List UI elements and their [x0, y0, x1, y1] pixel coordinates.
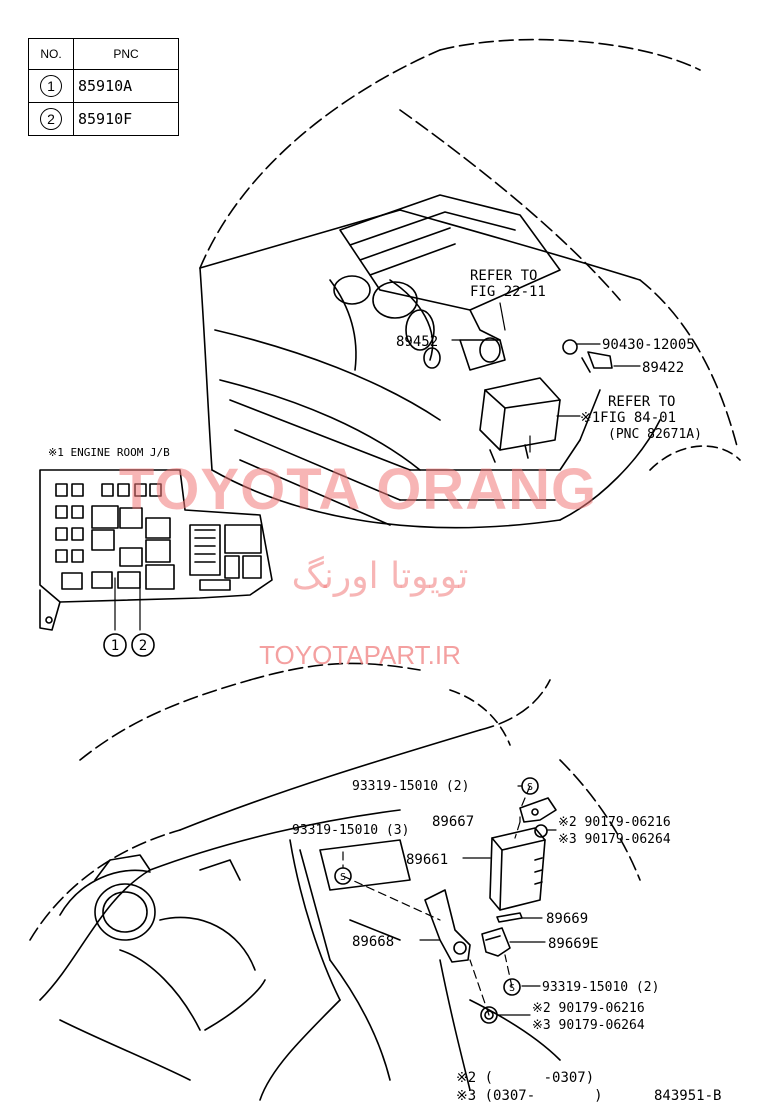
callout-1: 1: [111, 638, 119, 654]
part-93319-15010-top: 93319-15010 (2): [352, 779, 469, 794]
clip-89669: [496, 912, 523, 923]
engine-room-jb-label: ※1 ENGINE ROOM J/B: [48, 446, 170, 459]
engine-room-jb: [39, 469, 273, 631]
svg-text:S: S: [340, 872, 346, 883]
part-89661: 89661: [406, 852, 448, 868]
bracket-89667: [519, 797, 557, 823]
part-90179-06264-upper: ※3 90179-06264: [558, 832, 671, 847]
row-number: 1: [40, 75, 62, 97]
watermark-brand-fa: تویوتا اورنگ: [291, 556, 469, 597]
part-89668: 89668: [352, 934, 394, 950]
part-89667: 89667: [432, 814, 474, 830]
table-row: 2 85910F: [28, 102, 179, 136]
callout-2: 2: [139, 638, 147, 654]
row-pnc: 85910A: [73, 69, 179, 103]
refer-fig-22-line1: REFER TO: [470, 268, 537, 284]
part-89669e: 89669E: [548, 936, 599, 952]
header-no: NO.: [28, 38, 74, 70]
leader-lines-upper: [451, 302, 641, 453]
note-3: ※3 (0307- ): [456, 1088, 603, 1104]
ecu-89661: [489, 827, 546, 911]
ecu-box-upper: [479, 377, 561, 463]
labels: REFER TO FIG 22-11 89452 90430-12005 894…: [48, 268, 721, 1104]
engine-cover: [329, 194, 561, 371]
pnc-table: NO. PNC 1 85910A 2 85910F: [28, 38, 179, 136]
part-90179-06264-lower: ※3 90179-06264: [532, 1018, 645, 1033]
table-row: 1 85910A: [28, 69, 179, 103]
dashboard-outline: [29, 662, 641, 1101]
part-90179-06216-upper: ※2 90179-06216: [558, 815, 671, 830]
hood-outline: [199, 38, 701, 301]
fender-outline: [199, 267, 741, 529]
svg-text:S: S: [509, 983, 515, 994]
grille: [229, 389, 601, 526]
part-89452: 89452: [396, 334, 438, 350]
sensor-89422-part: [562, 339, 613, 373]
refer-fig-84-line2: ※1FIG 84-01: [580, 410, 676, 426]
part-90179-06216-lower: ※2 90179-06216: [532, 1001, 645, 1016]
instrument-cluster: [59, 854, 266, 1081]
dashed-connectors: [342, 785, 531, 1016]
part-89422: 89422: [642, 360, 684, 376]
bracket-89669e: [481, 927, 511, 957]
glovebox: [319, 839, 411, 941]
fastener-marks: S S S: [340, 782, 533, 994]
refer-fig-22-line2: FIG 22-11: [470, 284, 546, 300]
header-pnc: PNC: [73, 38, 179, 70]
watermark-url: TOYOTAPART.IR: [259, 640, 461, 670]
refer-fig-84-line1: REFER TO: [608, 394, 675, 410]
refer-fig-84-line3: (PNC 82671A): [608, 427, 702, 442]
pnc-table-header: NO. PNC: [28, 38, 179, 70]
row-number: 2: [40, 108, 62, 130]
jb-callouts: 1 2: [103, 633, 155, 657]
part-90430-12005: 90430-12005: [602, 337, 695, 353]
part-93319-15010-bottom: 93319-15010 (2): [542, 980, 659, 995]
part-93319-15010-3: 93319-15010 (3): [292, 823, 409, 838]
watermark-brand-en: TOYOTA ORANG: [118, 457, 598, 522]
figure-code: 843951-B: [654, 1088, 721, 1104]
leader-lines-lower: [419, 785, 557, 1016]
jb-callout-leaders: [114, 577, 141, 631]
sensor-89452-part: [423, 337, 506, 371]
svg-text:S: S: [527, 782, 533, 793]
bracket-89668: [424, 889, 471, 963]
note-2: ※2 ( -0307): [456, 1070, 594, 1086]
part-89669: 89669: [546, 911, 588, 927]
row-pnc: 85910F: [73, 102, 179, 136]
